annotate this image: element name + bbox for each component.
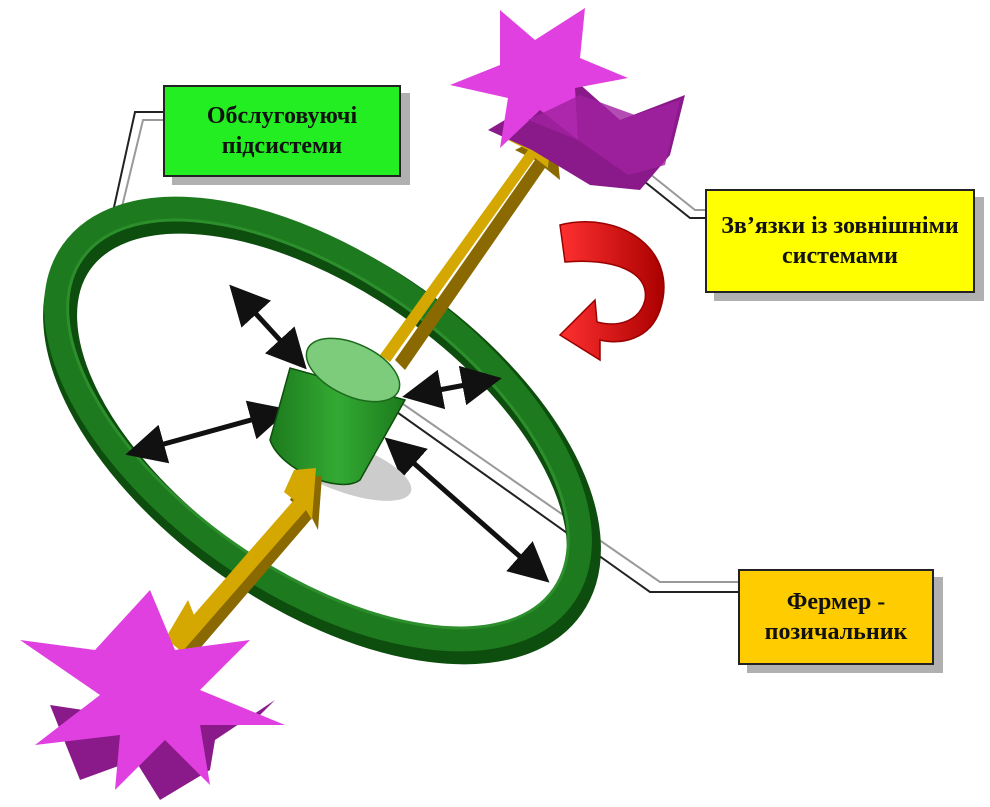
ring	[43, 196, 601, 665]
arrow-lower-right	[384, 437, 550, 583]
star-bottom-left	[20, 590, 285, 800]
service-subsystems-text: Обслуговуючі підсистеми	[206, 103, 358, 159]
farmer-cylinder	[269, 337, 412, 501]
farmer-borrower-text: Фермер - позичальник	[764, 589, 908, 645]
gold-arrow-upper	[380, 118, 560, 370]
arrow-left	[125, 400, 290, 464]
external-links-label: Зв’язки із зовнішніми системами	[705, 189, 975, 293]
farmer-borrower-label: Фермер - позичальник	[738, 569, 934, 665]
service-subsystems-label: Обслуговуючі підсистеми	[163, 85, 401, 177]
service-arrows	[125, 284, 550, 583]
arrow-upper-left	[229, 284, 307, 370]
arrow-right	[402, 365, 502, 410]
external-links-text: Зв’язки із зовнішніми системами	[721, 213, 959, 269]
red-rotation-arrow	[558, 221, 665, 362]
star-top-right	[450, 8, 685, 190]
